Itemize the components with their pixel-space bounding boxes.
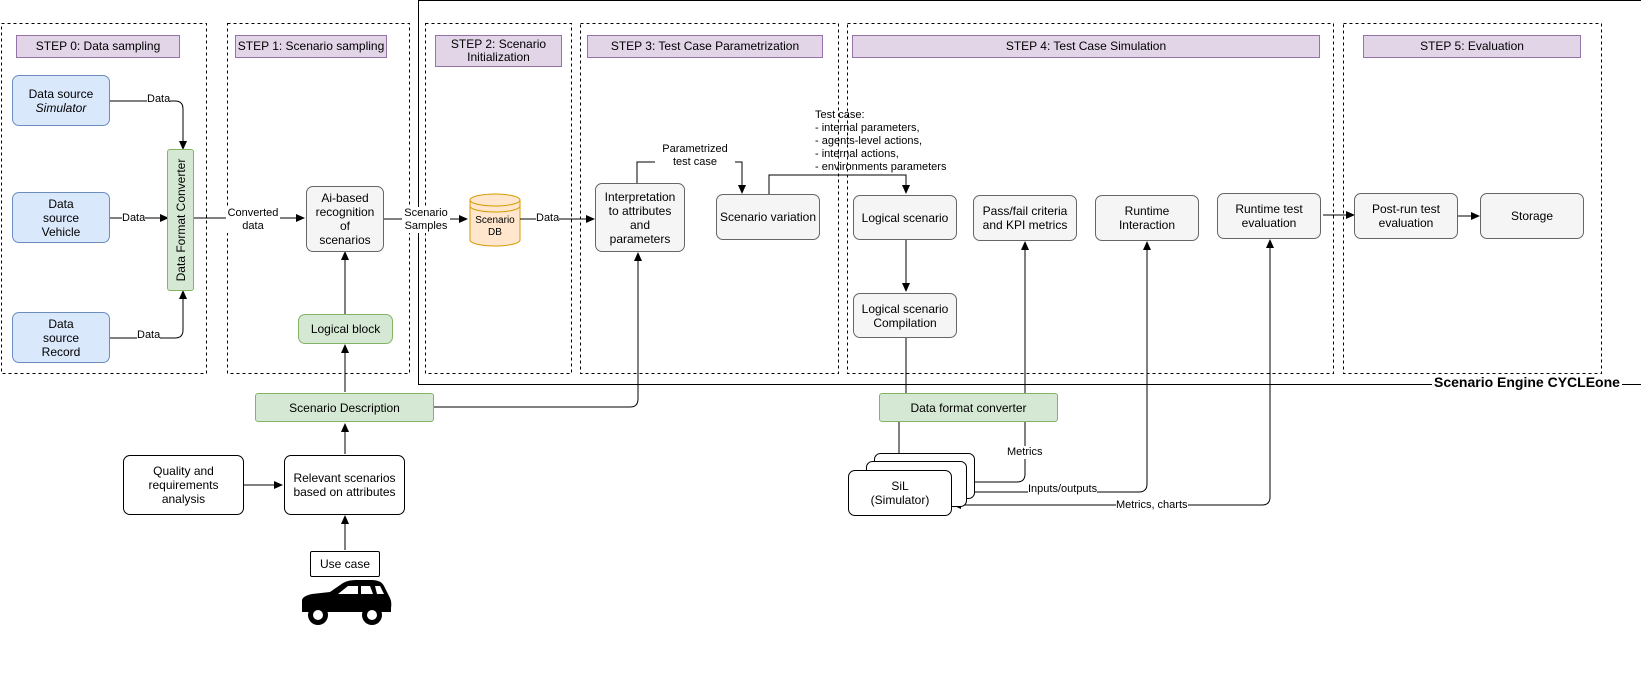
label-data-sim: Data — [147, 93, 171, 106]
data-source-vehicle: Data source Vehicle — [12, 192, 110, 243]
step0-header: STEP 0: Data sampling — [16, 35, 180, 58]
label-parametrized-test-case: Parametrized test case — [655, 143, 735, 169]
label-converted-data: Converted data — [226, 207, 280, 233]
logical-block-node: Logical block — [298, 314, 393, 344]
data-format-converter-vertical-label: Data Format Converter — [174, 158, 188, 282]
test-case-title: Test case: — [815, 109, 865, 121]
step2-container — [425, 23, 572, 374]
label-metrics-charts: Metrics, charts — [1116, 499, 1188, 512]
label-scenario-samples: Scenario Samples — [402, 207, 450, 233]
ai-recognition-node: Ai-based recognition of scenarios — [306, 186, 384, 252]
test-case-line: - internal actions, — [815, 148, 899, 160]
data-source-simulator: Data source Simulator — [12, 75, 110, 126]
label-data-record: Data — [137, 329, 161, 342]
step3-header: STEP 3: Test Case Parametrization — [587, 35, 823, 58]
step1-header: STEP 1: Scenario sampling — [235, 35, 387, 58]
label-data-db: Data — [536, 212, 560, 225]
step4-container — [847, 23, 1334, 374]
data-source-record: Data source Record — [12, 312, 110, 363]
label-data-vehicle: Data — [122, 212, 146, 225]
runtime-interaction-node: Runtime Interaction — [1095, 195, 1199, 241]
data-format-converter-vertical: Data Format Converter — [167, 149, 194, 291]
label-inputs-outputs: Inputs/outputs — [1028, 483, 1098, 496]
interpretation-node: Interpretation to attributes and paramet… — [595, 183, 685, 252]
engine-title: Scenario Engine CYCLEone — [1432, 374, 1622, 390]
post-run-evaluation-node: Post-run test evaluation — [1354, 193, 1458, 239]
engine-frame — [418, 0, 1641, 385]
runtime-test-evaluation-node: Runtime test evaluation — [1217, 193, 1321, 239]
step2-header: STEP 2: Scenario Initialization — [435, 35, 562, 67]
test-case-line: - environments parameters — [815, 161, 947, 173]
scenario-db-label: Scenario DB — [475, 215, 515, 238]
database-icon — [469, 193, 521, 247]
step0-container — [1, 23, 207, 374]
data-source-simulator-line1: Data source — [28, 86, 94, 101]
step5-container — [1343, 23, 1602, 374]
scenario-variation-node: Scenario variation — [716, 194, 820, 240]
relevant-scenarios-node: Relevant scenarios based on attributes — [284, 455, 405, 515]
step3-container — [580, 23, 839, 374]
test-case-line: - agents-level actions, — [815, 135, 922, 147]
pass-fail-node: Pass/fail criteria and KPI metrics — [973, 195, 1077, 241]
data-source-simulator-line2: Simulator — [35, 100, 87, 115]
use-case-node: Use case — [310, 551, 380, 577]
step4-header: STEP 4: Test Case Simulation — [852, 35, 1320, 58]
label-metrics: Metrics — [1007, 446, 1043, 459]
logical-scenario-node: Logical scenario — [853, 195, 957, 240]
storage-node: Storage — [1480, 193, 1584, 239]
data-format-converter-node: Data format converter — [879, 393, 1058, 422]
car-icon — [302, 580, 392, 625]
quality-analysis-node: Quality and requirements analysis — [123, 455, 244, 515]
step1-container — [227, 23, 410, 374]
scenario-description-node: Scenario Description — [255, 393, 434, 422]
test-case-note: Test case: - internal parameters, - agen… — [815, 109, 946, 174]
step5-header: STEP 5: Evaluation — [1363, 35, 1581, 58]
sil-simulator-node: SiL (Simulator) — [848, 470, 952, 516]
logical-scenario-compilation-node: Logical scenario Compilation — [853, 293, 957, 338]
test-case-line: - internal parameters, — [815, 122, 920, 134]
